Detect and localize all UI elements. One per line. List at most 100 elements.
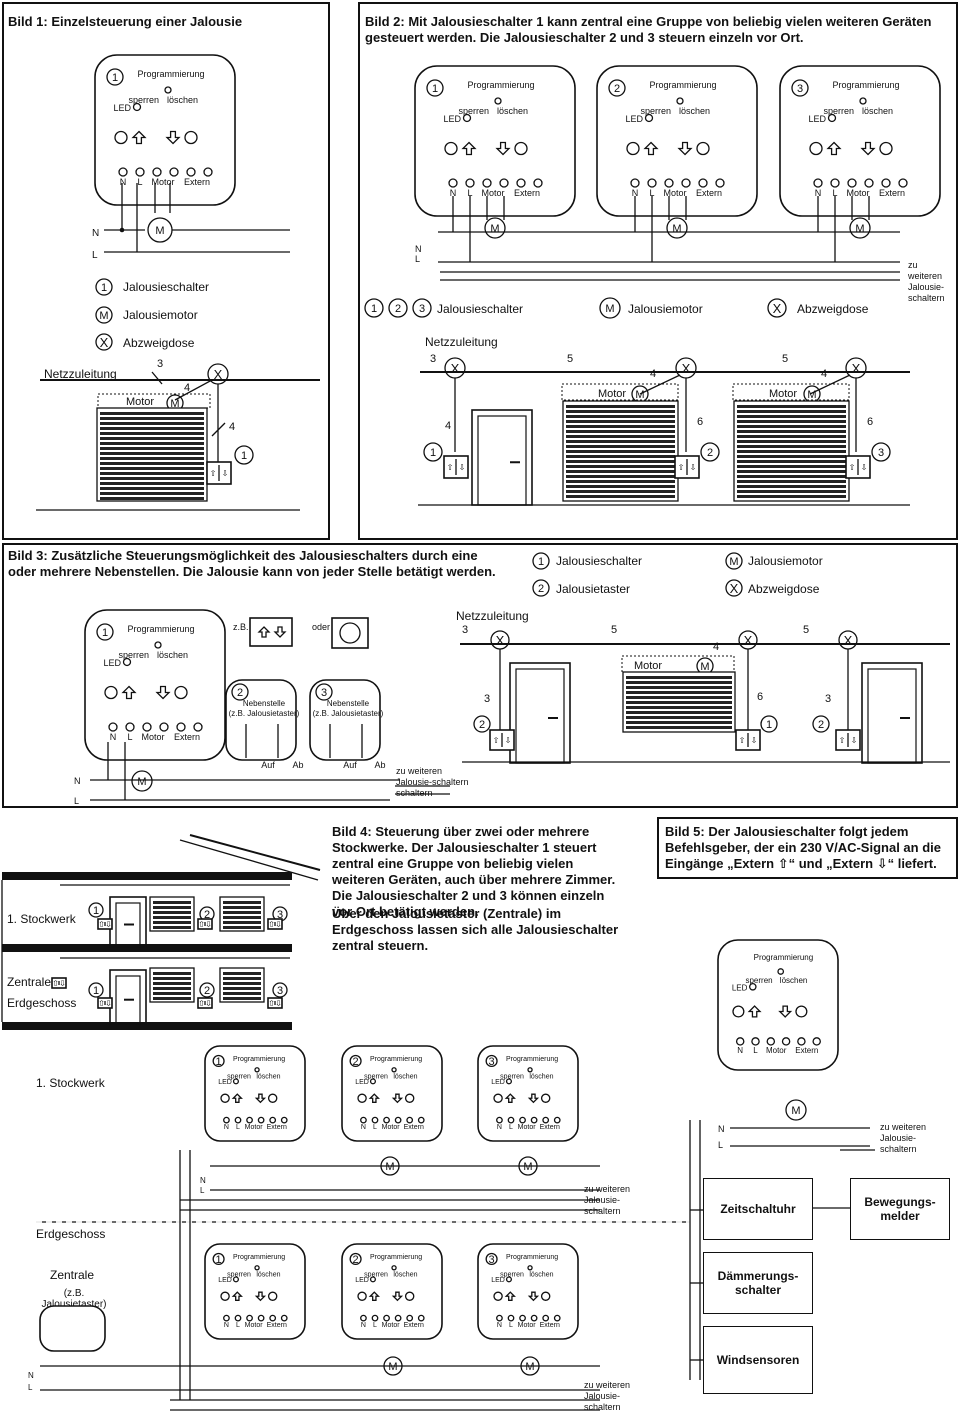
terminal-screw — [751, 1037, 760, 1046]
motor-icon — [725, 552, 743, 570]
number-3-label: 3 — [277, 985, 283, 997]
junction-x-label: X — [214, 367, 223, 382]
terminal-screw — [530, 1116, 538, 1124]
netz-label-b1: Netzzuleitung — [44, 367, 117, 381]
n-label: N — [415, 244, 422, 254]
terminal-screw — [159, 722, 169, 732]
number-2-label: 2 — [353, 1056, 359, 1068]
loeschen-label: löschen — [497, 106, 528, 116]
motor-m-label: M — [635, 389, 644, 401]
jalousie-slat — [100, 482, 204, 485]
loeschen-label: löschen — [780, 976, 808, 985]
zentrale-taster-device — [39, 1305, 106, 1352]
program-knob-icon — [527, 1067, 533, 1073]
button-circle — [404, 1093, 415, 1103]
zu-weiteren-label: schaltern — [584, 1206, 621, 1216]
motor-m-label: M — [525, 1361, 534, 1373]
jalousie-slat — [223, 987, 261, 990]
terminal-screw — [830, 178, 840, 188]
jalousie-slat — [223, 911, 261, 914]
jalousie-slat — [100, 462, 204, 465]
terminal-extern-label: Extern — [404, 1322, 424, 1329]
nebenstelle-label: Nebenstelle — [243, 699, 286, 708]
jalousie-slat — [153, 906, 191, 909]
junction-x-label: X — [682, 361, 691, 376]
terminal-screw — [681, 178, 691, 188]
number-1-label: 1 — [241, 450, 247, 462]
jalousie-slat — [223, 926, 261, 929]
button-circle — [540, 1291, 551, 1301]
number-1-marker — [234, 445, 254, 465]
number-1-marker — [423, 442, 443, 462]
terminal-extern-label: Extern — [795, 1046, 818, 1055]
jalousie-slat — [100, 452, 204, 455]
terminal-screw — [142, 722, 152, 732]
wire — [151, 371, 163, 385]
junction-box-icon — [767, 298, 787, 318]
terminal-screw — [269, 1116, 277, 1124]
wire — [211, 422, 226, 437]
legend-motor-b3: Jalousiemotor — [748, 554, 823, 568]
button-circle — [104, 685, 118, 700]
arrow-down-icon — [778, 1005, 793, 1018]
jalousieschalter-device — [717, 939, 839, 1071]
arrow-up-icon — [121, 685, 137, 700]
number-3-label: 3 — [419, 303, 425, 315]
number-2-label: 2 — [395, 303, 401, 315]
terminal-n-label: N — [497, 1124, 502, 1131]
number-2-label: 2 — [204, 909, 210, 921]
sperren-label: sperren — [500, 1272, 524, 1279]
jalousie-slat — [153, 916, 191, 919]
jalousie-slat — [737, 410, 846, 413]
number-2-label: 2 — [614, 83, 620, 95]
number-3-marker — [485, 1252, 498, 1266]
jalousie-slat — [566, 485, 675, 488]
number-2-marker — [388, 298, 408, 318]
terminal-screw — [781, 1037, 791, 1046]
button-circle — [444, 141, 458, 156]
zentrale-label-wiring: Zentrale — [50, 1268, 95, 1282]
jalousieschalter-device — [341, 1045, 443, 1142]
terminal-extern-label: Extern — [267, 1124, 287, 1131]
terminal-extern-label: Extern — [696, 188, 722, 198]
terminal-n-label: N — [450, 188, 457, 198]
terminal-screw — [881, 178, 891, 188]
terminal-motor-label: Motor — [846, 188, 869, 198]
number-1-label: 1 — [93, 985, 99, 997]
jalousie-slat — [566, 430, 675, 433]
button-circle — [220, 1093, 230, 1103]
legend-dose-b2: Abzweigdose — [797, 302, 869, 316]
motor-icon — [599, 297, 621, 319]
terminal-screw — [360, 1314, 367, 1322]
terminal-screw — [630, 178, 640, 188]
jalousie-slat — [737, 455, 846, 458]
nebenstelle-label: (z.B. Jalousietaster) — [229, 709, 300, 718]
sperren-label: sperren — [364, 1272, 388, 1279]
arrow-up-icon — [231, 1093, 243, 1103]
terminal-screw — [118, 167, 128, 177]
arrow-down-icon — [155, 685, 171, 700]
terminal-screw — [371, 1314, 379, 1322]
motor-icon — [484, 217, 506, 239]
jalousie-slat — [100, 467, 204, 470]
l-label: L — [92, 250, 98, 261]
terminal-motor-label: Motor — [141, 732, 164, 742]
n-label: N — [74, 776, 81, 786]
loeschen-label: löschen — [393, 1074, 417, 1081]
motor-m-label: M — [155, 225, 164, 237]
motor-m-label: M — [791, 1105, 800, 1117]
number-2-label: 2 — [353, 1254, 359, 1266]
program-knob-icon — [254, 1265, 260, 1271]
taster-up: ⇧ — [268, 920, 275, 929]
number-3-marker — [315, 683, 333, 701]
count-3: 3 — [484, 693, 490, 705]
program-knob-icon — [391, 1265, 397, 1271]
terminal-screw — [186, 167, 196, 177]
jalousieschalter-device — [477, 1243, 579, 1340]
number-3-label: 3 — [321, 687, 327, 699]
n-label: N — [718, 1124, 725, 1134]
terminal-motor-label: Motor — [766, 1046, 787, 1055]
jalousieschalter-device — [414, 65, 576, 217]
motor-m-label: M — [672, 223, 681, 235]
number-2-marker — [812, 715, 830, 733]
